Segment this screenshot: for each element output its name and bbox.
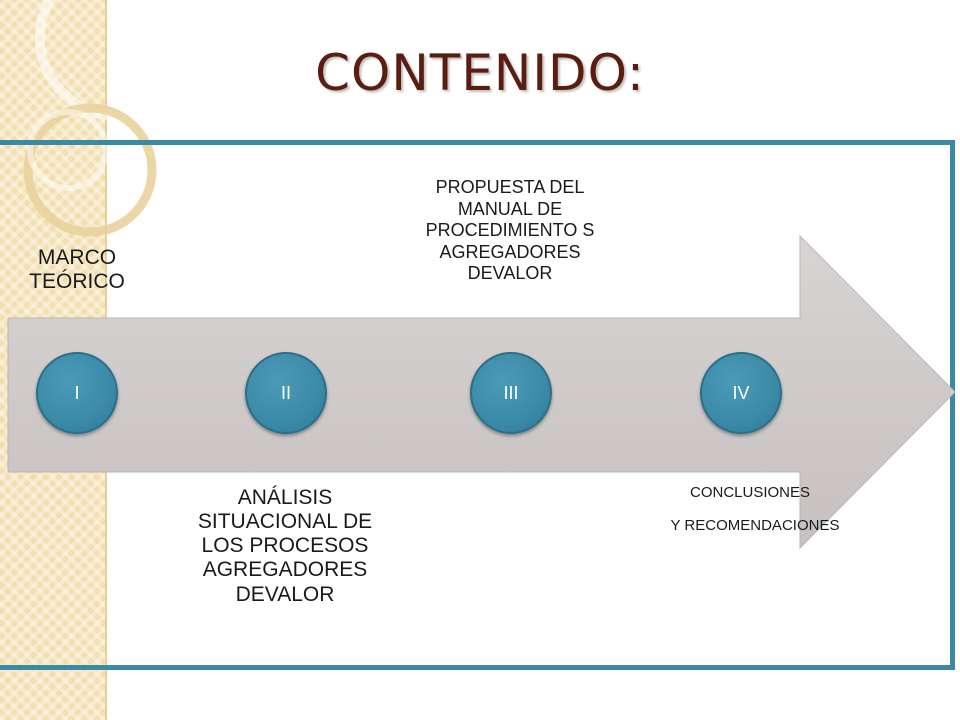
stage-node-i: I (36, 352, 118, 434)
stage-label-analisis: ANÁLISIS SITUACIONAL DE LOS PROCESOS AGR… (197, 486, 373, 606)
stage-node-ii: II (245, 352, 327, 434)
stage-node-iii: III (470, 352, 552, 434)
decorative-rings (23, 0, 160, 237)
stage-label-conclusiones: CONCLUSIONES (689, 484, 811, 501)
slide-title: CONTENIDO: (315, 44, 645, 102)
content-frame (0, 140, 955, 670)
stage-node-iv: IV (700, 352, 782, 434)
stage-label-propuesta: PROPUESTA DEL MANUAL DE PROCEDIMIENTO S … (425, 177, 595, 284)
stage-label-marco-teorico: MARCO TEÓRICO (29, 246, 125, 293)
stage-label-recomendaciones: Y RECOMENDACIONES (670, 517, 840, 534)
